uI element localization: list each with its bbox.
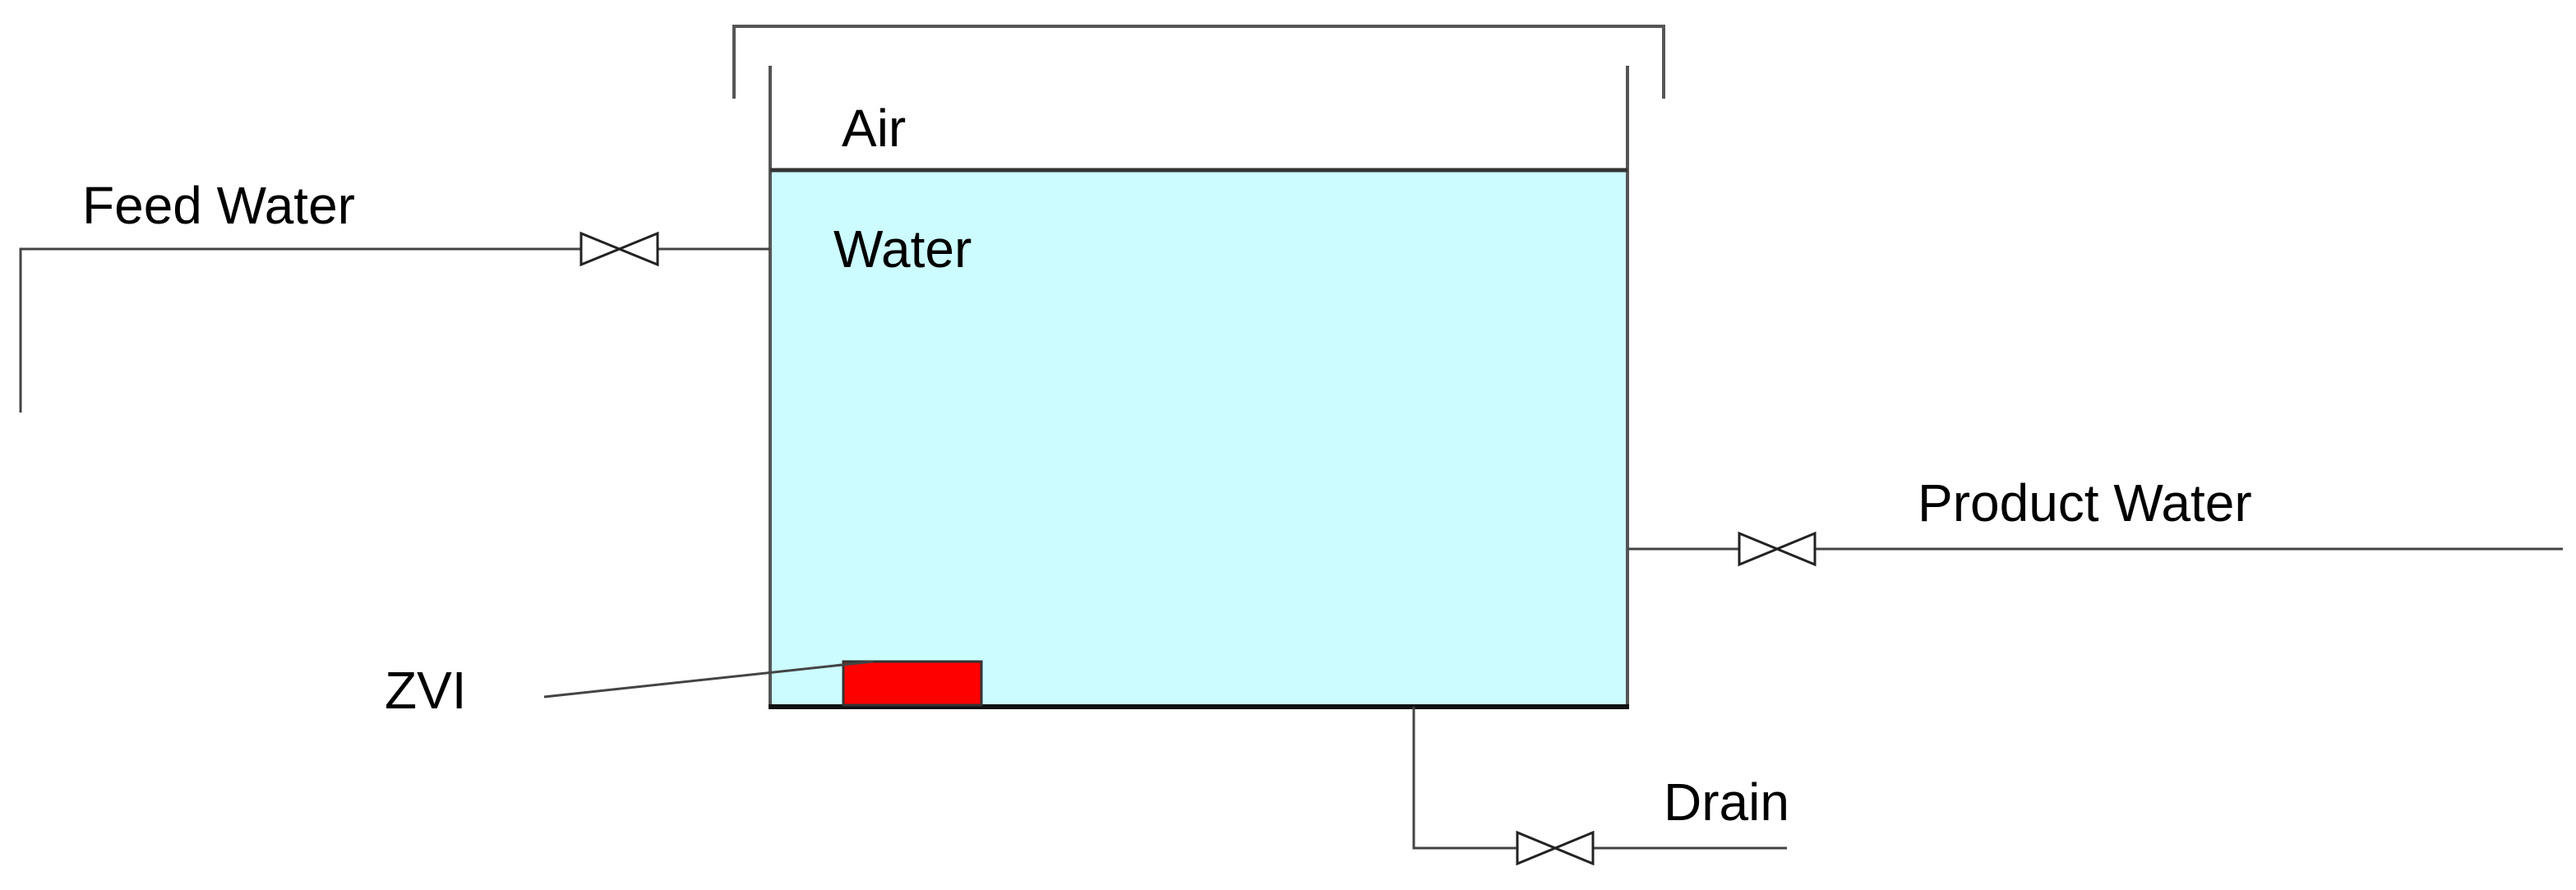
zvi-block [842,660,983,707]
water-body [770,171,1627,705]
drain-valve-icon [1516,830,1595,866]
feed-water-valve-icon [579,231,659,267]
feed-water-pipe [19,247,581,413]
tank-lid [732,25,1665,99]
product-water-label: Product Water [1918,473,2252,533]
zvi-leader-line [543,660,874,699]
air-label: Air [842,99,906,158]
water-label: Water [833,219,972,279]
zvi-label: ZVI [385,661,467,720]
feed-water-label: Feed Water [82,176,355,235]
product-water-valve-icon [1738,531,1817,567]
drain-label: Drain [1664,772,1789,832]
drain-pipe [1412,707,1517,850]
